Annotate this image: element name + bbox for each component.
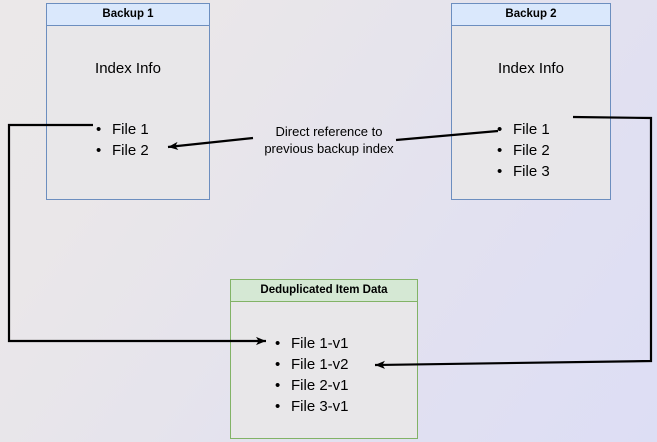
list-item: File 1 [96, 119, 149, 140]
backup-1-index-info-label: Index Info [95, 60, 161, 77]
backup-1-body: Index Info File 1 File 2 [47, 26, 209, 199]
direct-reference-annotation: Direct reference to previous backup inde… [248, 123, 410, 157]
list-item: File 2-v1 [275, 375, 349, 396]
deduplicated-item-data-header: Deduplicated Item Data [231, 280, 417, 302]
backup-2-header: Backup 2 [452, 4, 610, 26]
deduplicated-item-data-box: Deduplicated Item Data File 1-v1 File 1-… [230, 279, 418, 439]
list-item: File 1-v2 [275, 354, 349, 375]
list-item: File 2 [96, 140, 149, 161]
backup-2-box: Backup 2 Index Info File 1 File 2 File 3 [451, 3, 611, 200]
backup-2-index-info-label: Index Info [498, 60, 564, 77]
backup-1-file-list: File 1 File 2 [96, 119, 149, 161]
list-item: File 1-v1 [275, 333, 349, 354]
list-item: File 3-v1 [275, 396, 349, 417]
list-item: File 1 [497, 119, 550, 140]
backup-1-header: Backup 1 [47, 4, 209, 26]
annotation-line-1: Direct reference to [275, 124, 383, 139]
backup-2-file-list: File 1 File 2 File 3 [497, 119, 550, 182]
deduplicated-file-list: File 1-v1 File 1-v2 File 2-v1 File 3-v1 [275, 333, 349, 417]
list-item: File 2 [497, 140, 550, 161]
deduplicated-item-data-body: File 1-v1 File 1-v2 File 2-v1 File 3-v1 [231, 302, 417, 438]
list-item: File 3 [497, 161, 550, 182]
annotation-line-2: previous backup index [264, 141, 394, 156]
backup-1-box: Backup 1 Index Info File 1 File 2 [46, 3, 210, 200]
backup-2-body: Index Info File 1 File 2 File 3 [452, 26, 610, 199]
